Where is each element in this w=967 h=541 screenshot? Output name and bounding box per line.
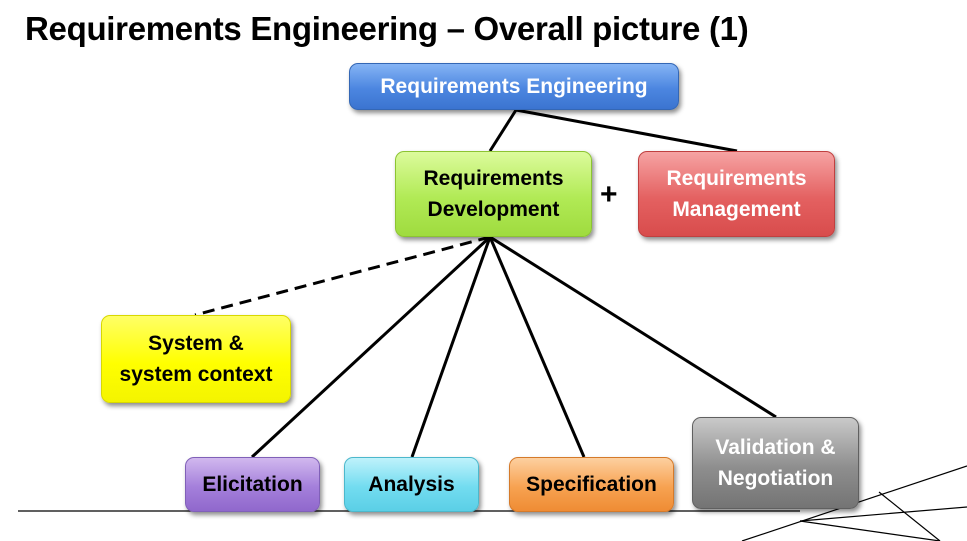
node-label: Requirements: [423, 167, 564, 190]
edge-root-management: [515, 108, 738, 153]
node-requirements-management: Requirements Management: [638, 151, 835, 237]
node-label: Development: [427, 198, 560, 221]
node-label: System &: [148, 332, 244, 355]
edge-development-analysis: [410, 236, 492, 458]
corner-line-4: [799, 506, 967, 522]
node-analysis: Analysis: [344, 457, 479, 512]
node-elicitation: Elicitation: [185, 457, 320, 512]
node-system-context: System & system context: [101, 315, 291, 403]
node-label: Requirements Engineering: [380, 75, 648, 98]
node-label: Validation &: [715, 436, 836, 459]
node-label: system context: [119, 363, 273, 386]
node-requirements-engineering: Requirements Engineering: [349, 63, 679, 110]
edge-development-specification: [488, 236, 586, 458]
node-label: Requirements: [666, 167, 807, 190]
node-label: Management: [672, 198, 801, 221]
edge-development-system-context: [194, 235, 491, 317]
edge-development-validation: [489, 235, 777, 419]
plus-sign: +: [600, 178, 618, 211]
node-label: Negotiation: [717, 467, 834, 490]
node-label: Specification: [526, 473, 657, 496]
node-requirements-development: Requirements Development: [395, 151, 592, 237]
node-validation-negotiation: Validation & Negotiation: [692, 417, 859, 509]
corner-line-2: [799, 520, 941, 541]
corner-line-3: [878, 491, 941, 541]
node-label: Analysis: [368, 473, 455, 496]
slide-title: Requirements Engineering – Overall pictu…: [25, 10, 749, 47]
edge-root-development: [488, 109, 518, 152]
node-specification: Specification: [509, 457, 674, 512]
node-label: Elicitation: [202, 473, 303, 496]
edge-development-elicitation: [250, 235, 492, 459]
